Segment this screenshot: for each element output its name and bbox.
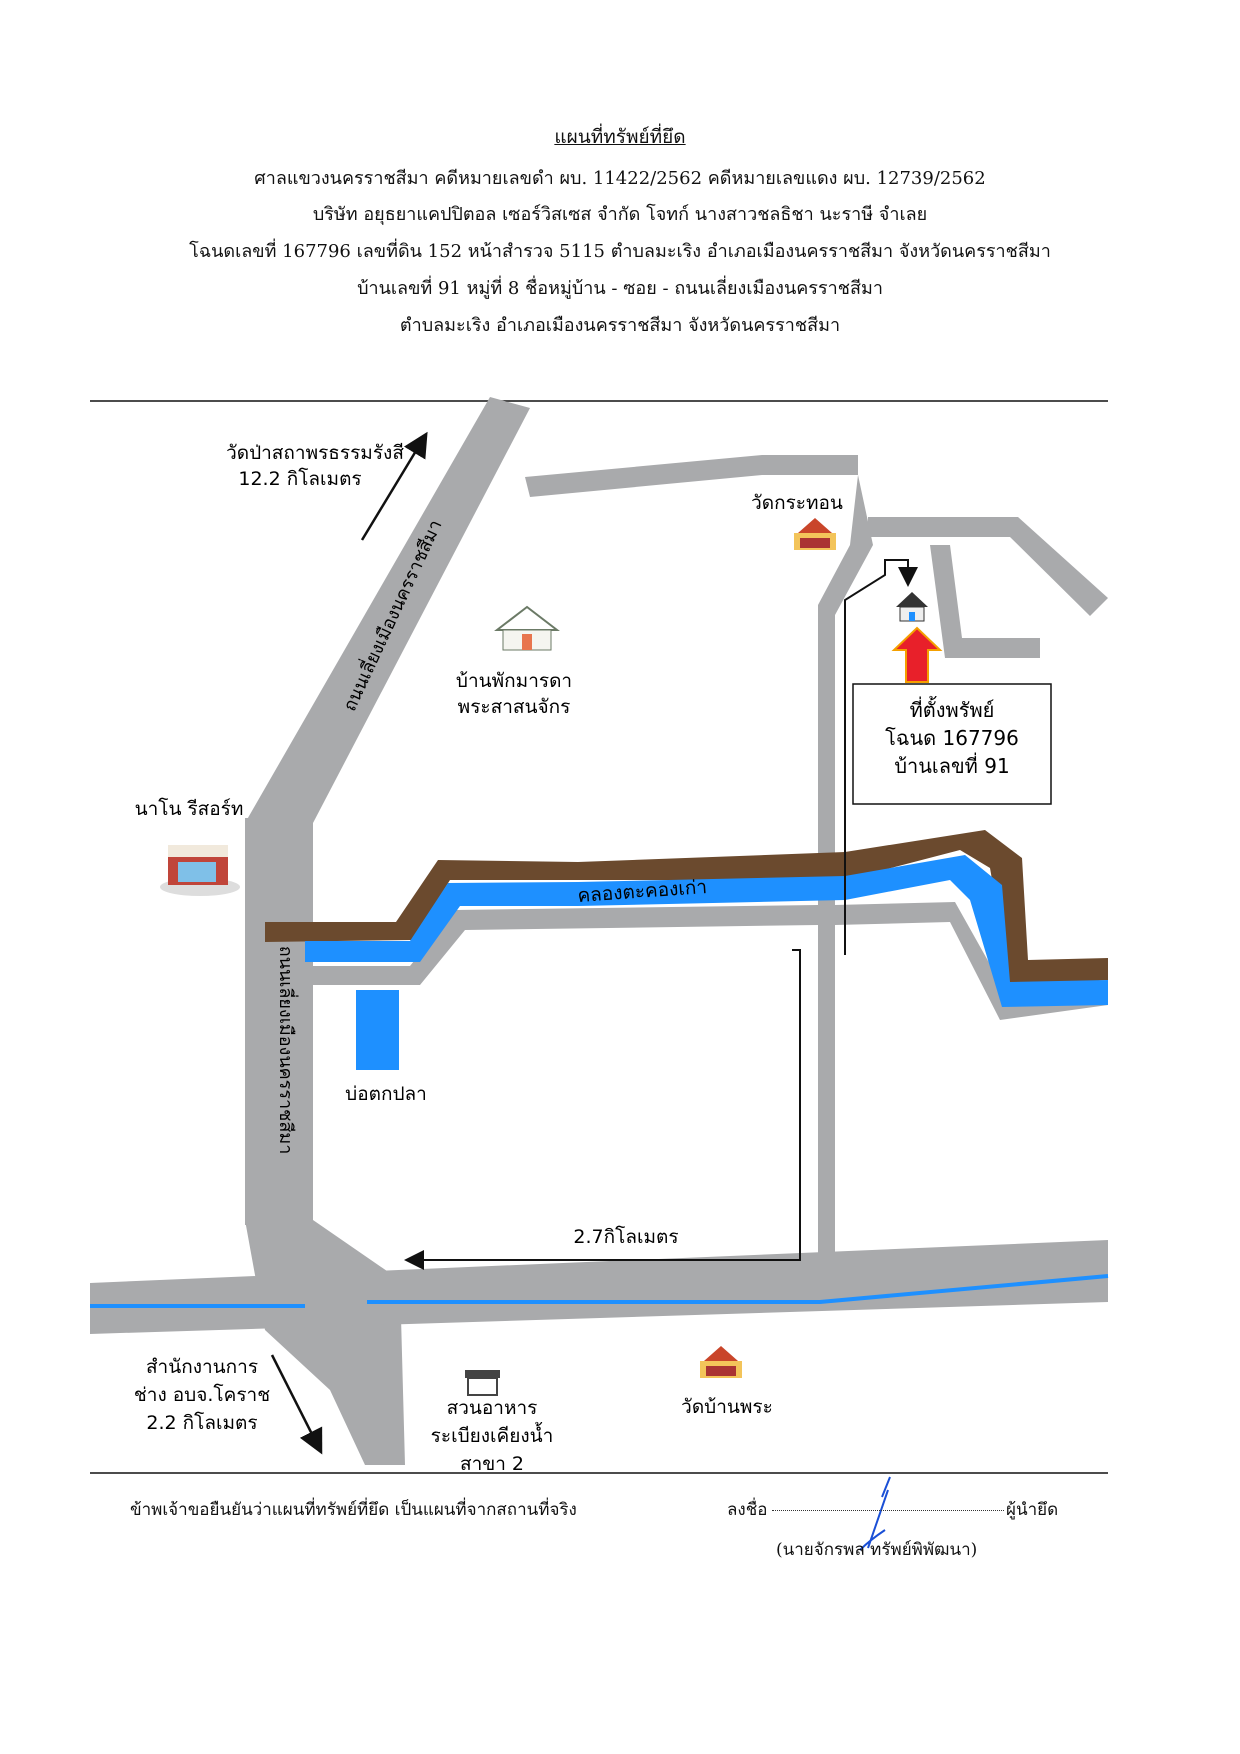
label-retreat-2: พระสาสนจักร [458, 696, 571, 718]
label-nano-resort: นาโน รีสอร์ท [135, 797, 244, 820]
bypass-road-upper [245, 397, 530, 823]
route-to-property [844, 559, 918, 955]
label-office-1: สำนักงานการ [146, 1356, 258, 1378]
property-deed: โฉนด 167796 [885, 726, 1019, 750]
roads [90, 397, 1108, 1465]
road-branch-south [930, 545, 1040, 658]
canal-bank [265, 830, 1108, 985]
court-case-line: ศาลแขวงนครราชสีมา คดีหมายเลขดำ ผบ. 11422… [254, 168, 986, 189]
ditch-east [367, 1274, 1109, 1304]
label-office-3: 2.2 กิโลเมตร [146, 1411, 257, 1434]
label-restaurant-3: สาขา 2 [460, 1453, 524, 1475]
road-branch-east [868, 517, 1108, 616]
label-wat-pa: วัดป่าสถาพรธรรมรังสี [226, 442, 404, 464]
house-icon-retreat [494, 605, 560, 651]
signature [859, 1476, 891, 1551]
signature-line [772, 1510, 1004, 1511]
label-bypass-road-lower: ถนนเลี่ยงเมืองนครราชสีมา [275, 946, 299, 1155]
road-canal-east [835, 902, 1108, 1020]
map-title: แผนที่ทรัพย์ที่ยึด [554, 126, 686, 148]
property-title: ที่ตั้งพรัพย์ [910, 696, 995, 722]
label-wat-pa-distance: 12.2 กิโลเมตร [238, 467, 361, 490]
sign-label: ลงชื่อ [727, 1500, 768, 1520]
road-canal-south [313, 905, 818, 985]
property-box [852, 683, 1052, 805]
temple-icon-banphra [700, 1346, 742, 1378]
property-red-arrow [891, 626, 943, 683]
district-line: ตำบลมะเริง อำเภอเมืองนครราชสีมา จังหวัดน… [399, 315, 841, 336]
bypass-road-lower [245, 818, 313, 1225]
label-office-2: ช่าง อบจ.โคราช [134, 1383, 270, 1406]
parties-line: บริษัท อยุธยาแคปปิตอล เซอร์วิสเซส จำกัด … [312, 204, 928, 225]
property-house-icon [896, 592, 928, 622]
property-house-number: บ้านเลขที่ 91 [894, 752, 1009, 778]
temple-icon-kratom [794, 518, 836, 550]
seizer-role: ผู้นำยึด [1006, 1500, 1059, 1520]
bypass-road-south [245, 1220, 405, 1465]
label-restaurant-1: สวนอาหาร [447, 1397, 538, 1419]
restaurant-icon [465, 1370, 500, 1396]
label-wat-banphra: วัดบ้านพระ [681, 1396, 773, 1418]
signer-name: (นายจักรพล ทรัพย์พิพัฒนา) [776, 1540, 978, 1560]
canal-water [305, 855, 1108, 1007]
label-wat-kratom: วัดกระทอน [751, 492, 843, 514]
label-restaurant-2: ระเบียงเคียงน้ำ [431, 1422, 554, 1447]
road-soi [818, 475, 873, 1283]
arrow-office [270, 1354, 323, 1455]
certification-text: ข้าพเจ้าขอยืนยันว่าแผนที่ทรัพย์ที่ยึด เป… [130, 1500, 577, 1520]
label-distance: 2.7กิโลเมตร [573, 1225, 678, 1248]
label-fish-pond: บ่อตกปลา [345, 1083, 427, 1105]
label-retreat-1: บ้านพักมารดา [456, 670, 572, 692]
shop-icon-resort [160, 845, 240, 896]
fish-pond [356, 990, 399, 1070]
route-line [408, 949, 801, 1261]
address-line: บ้านเลขที่ 91 หมู่ที่ 8 ชื่อหมู่บ้าน - ซ… [357, 278, 883, 299]
road-north [525, 455, 858, 497]
main-road [90, 1240, 1108, 1334]
arrow-wat-pa [360, 431, 428, 541]
deed-line: โฉนดเลขที่ 167796 เลขที่ดิน 152 หน้าสำรว… [189, 241, 1051, 262]
label-bypass-road-upper: ถนนเลี่ยงเมืองนครราชสีมา [337, 515, 447, 714]
